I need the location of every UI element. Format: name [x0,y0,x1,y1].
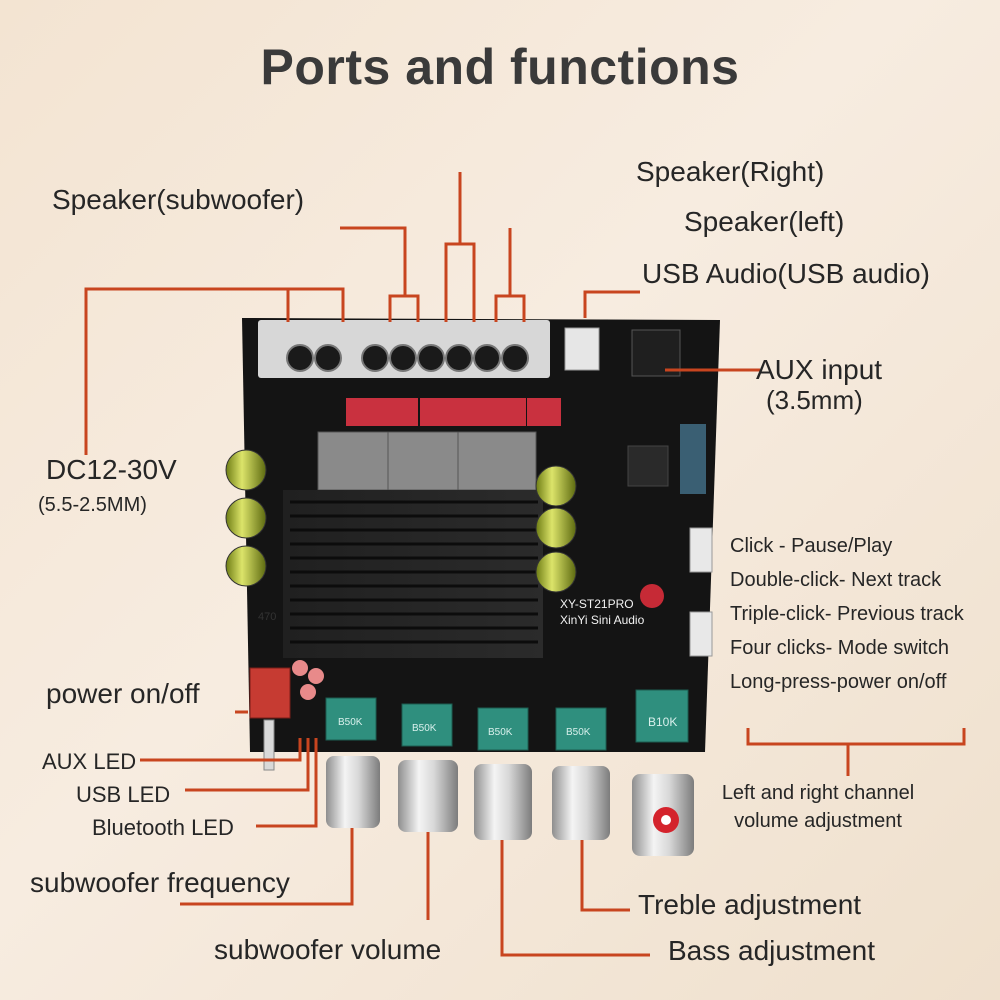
potentiometers [325,689,694,856]
inductors [317,431,537,491]
label-treble: Treble adjustment [638,889,862,920]
pot-label-3: B50K [488,727,513,738]
power-switch-lever [263,719,275,771]
board-model-text: XY-ST21PRO [560,597,634,611]
film-capacitors [346,398,561,426]
label-usb-audio: USB Audio(USB audio) [642,258,930,289]
label-volume-line1: Left and right channel [721,782,915,804]
label-speaker-left: Speaker(left) [684,206,845,237]
status-leds [292,660,324,700]
page-title: Ports and functions [260,39,740,95]
button-function-item: Long-press-power on/off [730,671,947,693]
button-connectors [689,527,713,657]
label-usb-led: USB LED [76,782,171,807]
board-brand-text: XinYi Sini Audio [560,613,645,627]
label-subwoofer-volume: subwoofer volume [214,934,442,965]
label-aux-input: AUX input [756,354,883,385]
usb-port [564,327,600,371]
button-function-item: Four clicks- Mode switch [730,637,949,659]
button-function-item: Triple-click- Previous track [730,603,964,625]
pot-label-5: B10K [648,715,678,729]
label-aux-led: AUX LED [42,749,137,774]
label-bluetooth-led: Bluetooth LED [92,815,234,840]
pot-label-1: B50K [338,717,363,728]
power-switch-body [249,667,291,719]
main-chip [627,445,669,487]
aux-jack [631,329,681,377]
terminal-screws [286,344,529,372]
label-dc-input-size: (5.5-2.5MM) [38,494,147,516]
label-power-switch: power on/off [46,678,200,709]
pot-label-2: B50K [412,723,437,734]
label-dc-input: DC12-30V [46,454,177,485]
bluetooth-module [680,424,706,494]
label-speaker-right: Speaker(Right) [636,156,825,187]
leader-lines [84,172,966,957]
label-volume-line2: volume adjustment [734,810,902,832]
button-function-item: Click - Pause/Play [730,535,893,557]
electrolytic-capacitors [225,449,577,593]
heatsink [283,490,543,658]
pot-label-4: B50K [566,727,591,738]
label-bass: Bass adjustment [668,935,875,966]
button-function-item: Double-click- Next track [730,569,942,591]
label-speaker-subwoofer: Speaker(subwoofer) [52,184,305,215]
red-capacitor [640,584,664,608]
capacitor-value-text: 470 [258,611,277,623]
label-subwoofer-frequency: subwoofer frequency [30,867,290,898]
label-aux-input-size: (3.5mm) [766,385,863,415]
heatsink-fins [290,500,538,644]
